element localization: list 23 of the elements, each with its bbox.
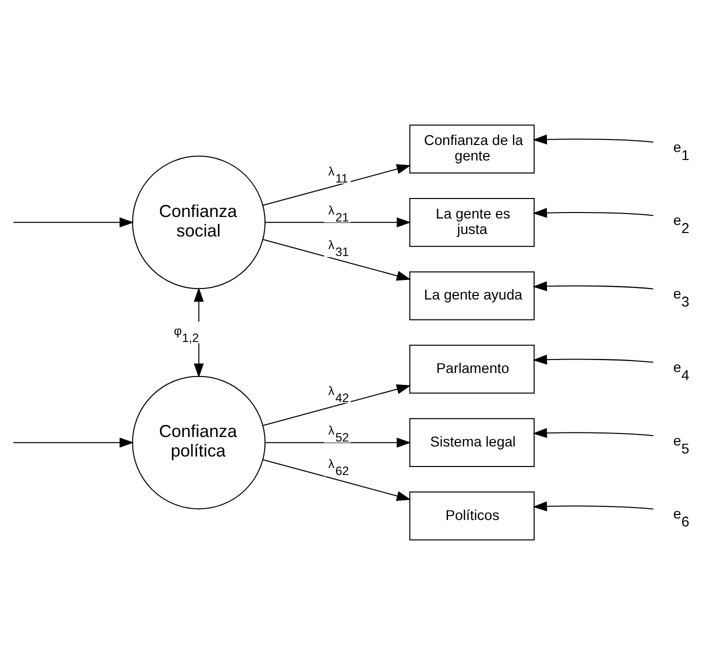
arrow [532,354,654,364]
node-box: La gente ayuda [409,270,535,320]
arrow [532,500,654,511]
node-box: Políticos [409,491,535,540]
node-circle: Confianza social [132,155,266,289]
node-circle: Confianza política [132,375,266,509]
arrow [532,280,654,291]
node-box: Sistema legal [409,418,535,467]
node-box: La gente es justa [409,197,535,246]
arrow [265,437,412,448]
arrow [262,458,411,500]
arrow [532,207,654,218]
arrow [194,286,204,378]
arrow [13,437,134,448]
arrow [532,134,654,144]
arrow [262,238,411,280]
arrow [262,164,411,206]
arrow [532,428,654,438]
arrow [13,216,134,227]
arrow [262,384,411,426]
arrow [265,216,412,227]
node-box: Confianza de la gente [409,124,535,173]
node-box: Parlamento [409,344,535,394]
